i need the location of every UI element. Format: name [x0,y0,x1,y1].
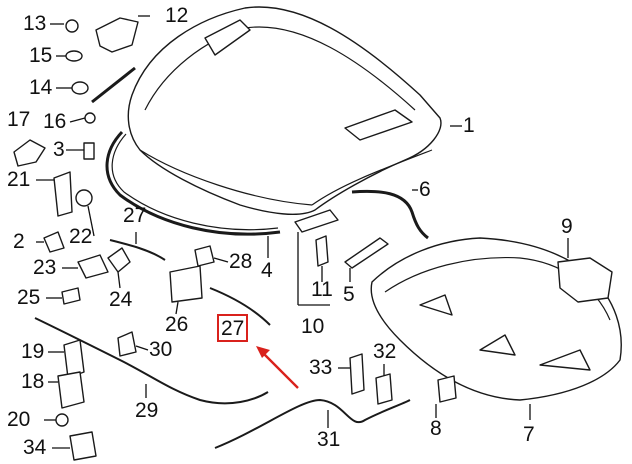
part-34-bracket [69,431,97,461]
part-15-washer [65,50,83,62]
callout-8: 8 [430,417,442,440]
callout-33: 33 [309,356,333,379]
callout-3: 3 [53,138,65,161]
part-11-bolt [315,235,329,267]
part-8-bumper [437,375,457,403]
hood-seal [105,130,281,236]
callout-14: 14 [29,76,53,99]
part-33-bolt [349,353,365,395]
strut-14 [91,66,136,104]
release-cable [214,398,411,449]
hood [127,6,442,215]
callout-23: 23 [33,256,57,279]
callout-4: 4 [261,259,273,282]
callout-19: 19 [21,340,45,363]
part-25-bolt [61,287,81,305]
part-21-bracket [53,171,73,217]
part-19-plate [63,339,85,379]
callout-1: 1 [463,114,475,137]
callout-27-highlighted: 27 [217,314,249,342]
part-13-bolt [65,19,79,33]
callout-7: 7 [523,423,535,446]
part-24-pad [107,247,131,273]
callout-11: 11 [311,278,333,301]
callout-18: 18 [21,370,45,393]
hood-support-6 [351,189,429,240]
callout-28: 28 [229,250,253,273]
part-23-pad [77,254,109,279]
hinge-12 [95,17,139,53]
callout-31: 31 [317,428,341,451]
callout-21: 21 [7,168,31,191]
callout-29: 29 [135,399,159,422]
part-26-bracket [169,265,203,303]
callout-26: 26 [165,313,189,336]
cable-27-upper [109,239,166,261]
cable-29 [34,317,269,405]
part-22-grommet [75,189,93,207]
callout-5: 5 [343,283,355,306]
callout-15: 15 [29,44,53,67]
callout-20: 20 [7,408,31,431]
hood-seal-inner [111,133,279,231]
callout-24: 24 [109,288,133,311]
part-20-bolt [55,413,69,427]
part-14-bumper [71,81,89,95]
part-3-bumper [83,142,95,160]
part-32-bolt [375,373,393,405]
callout-30: 30 [149,338,173,361]
callout-6: 6 [419,178,431,201]
part-2-clip [43,231,65,253]
callout-2: 2 [13,230,25,253]
callout-22: 22 [69,225,93,248]
cable-27-lower [209,287,271,326]
callout-13: 13 [23,12,47,35]
part-30-clip [117,331,137,357]
callout-27-upper: 27 [123,204,147,227]
part-9-block [557,257,613,303]
part-16-ball [84,112,96,124]
highlight-arrow [256,346,299,389]
part-28-clip [194,245,215,267]
callout-16: 16 [43,110,67,133]
part-18-latch [57,371,85,409]
callout-17: 17 [7,108,31,131]
callout-34: 34 [23,436,47,459]
leader-lines [36,15,569,449]
part-17-latch [13,139,46,167]
callout-32: 32 [373,340,397,363]
callout-12: 12 [165,4,189,27]
part-5-strip [344,237,389,269]
part-10-bracket [294,209,339,233]
callout-9: 9 [561,215,573,238]
callout-10: 10 [301,315,325,338]
callout-25: 25 [17,286,41,309]
